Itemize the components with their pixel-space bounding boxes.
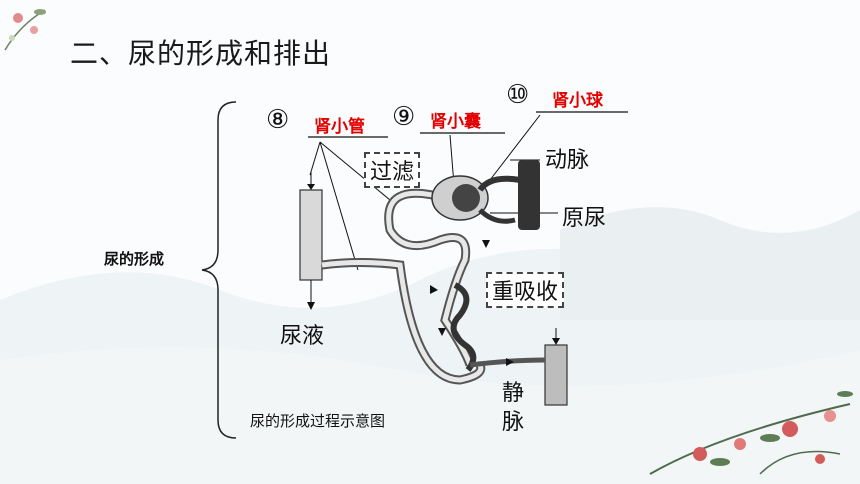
blank-8-number: ⑧ [266, 105, 290, 135]
curly-brace [201, 101, 237, 439]
blank-10-answer: 肾小球 [552, 91, 603, 111]
blank-10-number: ⑩ [506, 80, 530, 110]
blank-9-answer: 肾小囊 [430, 112, 481, 132]
nephron-illustration [299, 111, 628, 406]
vein-label-top: 静 [502, 381, 525, 406]
diagram-caption: 尿的形成过程示意图 [250, 412, 386, 430]
reabsorption-label: 重吸收 [486, 272, 565, 308]
page-title: 二、尿的形成和排出 [70, 37, 332, 70]
urine-label: 尿液 [280, 324, 325, 349]
blank-8-answer: 肾小管 [314, 117, 365, 137]
urine-formation-diagram: ⑧ 肾小管 ⑨ 肾小囊 ⑩ 肾小球 过滤 动脉 原尿 重吸收 尿液 静 脉 [240, 80, 640, 440]
filtration-label: 过滤 [364, 152, 421, 188]
artery-label: 动脉 [545, 148, 590, 173]
flower-decoration-top-left [4, 9, 46, 51]
raw-urine-label: 原尿 [562, 206, 607, 231]
urine-formation-label: 尿的形成 [104, 250, 165, 268]
flower-decoration-bottom-right [649, 391, 853, 475]
vein-label-bottom: 脉 [502, 410, 525, 435]
blank-9-number: ⑨ [392, 102, 416, 132]
